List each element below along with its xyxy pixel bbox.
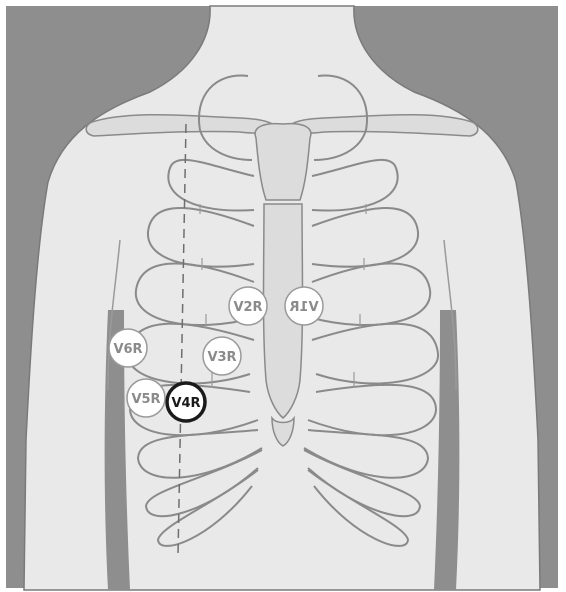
electrode-v6r-label: V6R — [113, 342, 142, 357]
electrode-v4r-label: V4R — [171, 396, 200, 411]
electrode-v6r: V6R — [109, 329, 147, 367]
manubrium — [255, 124, 311, 200]
electrode-v4r: V4R — [167, 383, 205, 421]
electrode-v1r: V1R — [285, 287, 323, 325]
electrode-v3r-label: V3R — [207, 350, 236, 365]
electrode-v3r: V3R — [203, 337, 241, 375]
electrode-v2r-label: V2R — [233, 300, 262, 315]
electrode-v2r: V2R — [229, 287, 267, 325]
electrode-v5r-label: V5R — [131, 392, 160, 407]
electrode-v1r-label: V1R — [289, 300, 318, 315]
electrode-v5r: V5R — [127, 379, 165, 417]
